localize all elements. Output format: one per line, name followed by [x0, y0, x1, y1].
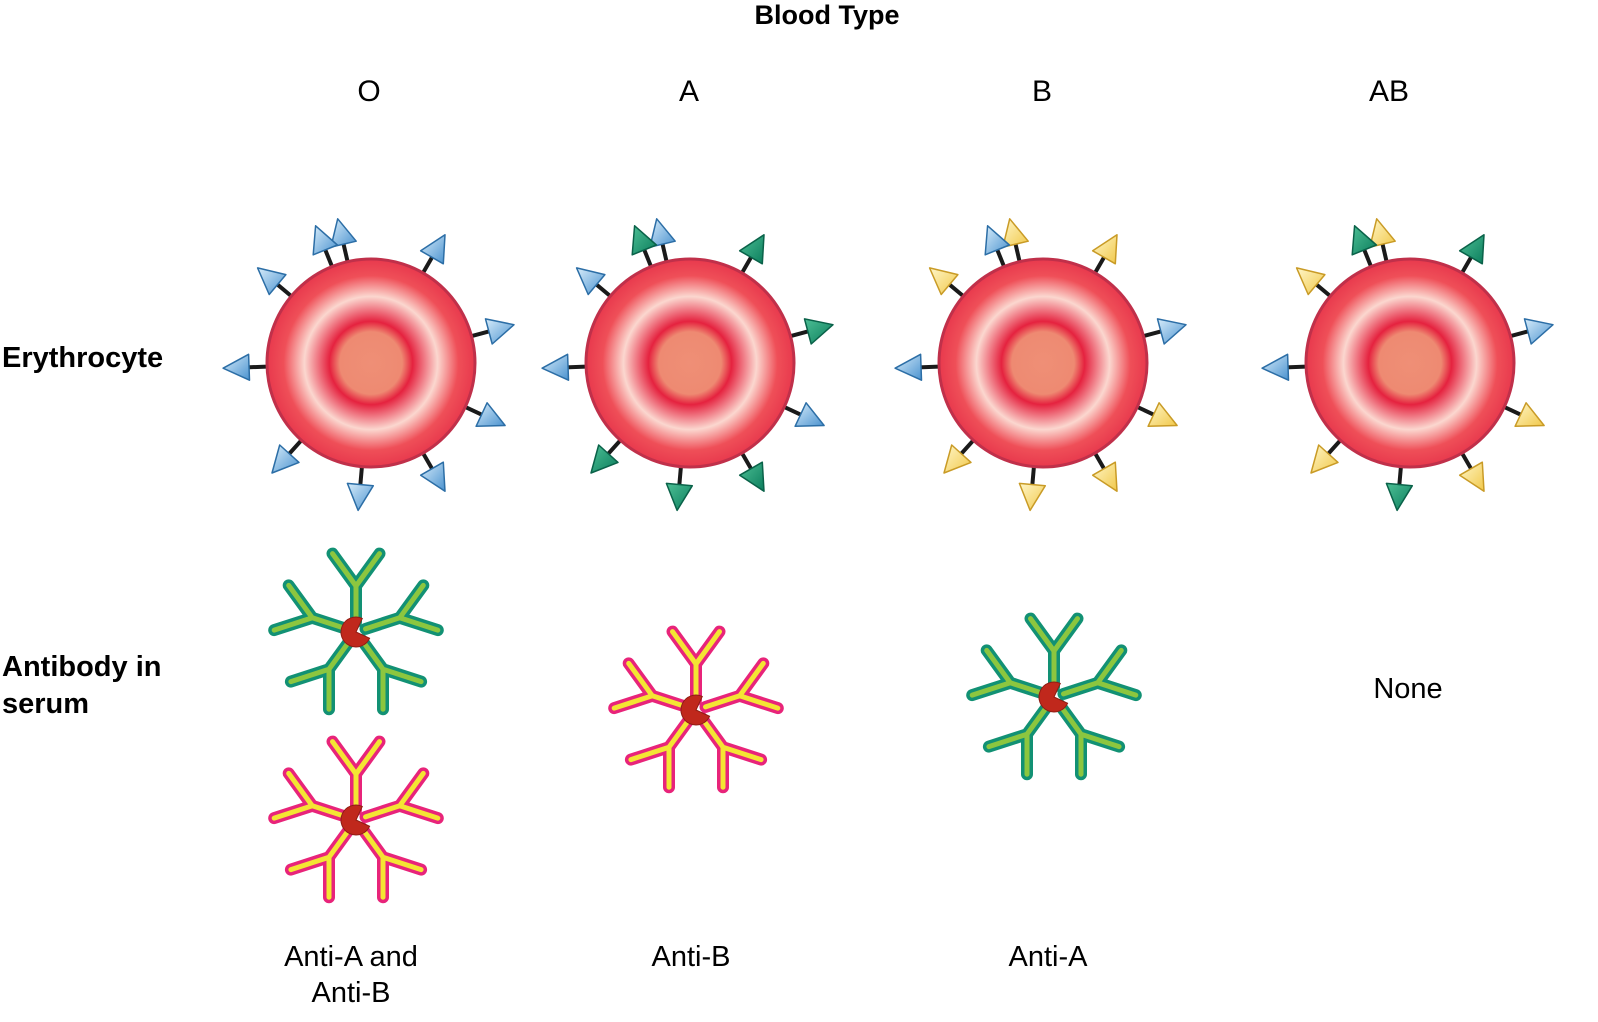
anti-a-antibody-o	[268, 547, 444, 716]
row-label-antibody-line1: Antibody in	[2, 651, 161, 683]
antigen-marker	[737, 234, 765, 280]
row-label-erythrocyte: Erythrocyte	[2, 342, 163, 374]
erythrocyte-a	[541, 218, 834, 512]
antigen-marker	[1457, 234, 1485, 280]
caption-b: Anti-A	[1009, 941, 1089, 973]
diagram-title: Blood Type	[755, 0, 900, 30]
erythrocyte-body	[265, 257, 477, 469]
erythrocyte-row	[222, 218, 1554, 512]
antigen-marker	[1457, 446, 1485, 492]
antigen-marker	[1261, 353, 1313, 381]
anti-b-antibody-a	[608, 625, 784, 794]
antigen-marker	[1090, 446, 1118, 492]
erythrocyte-ab	[1261, 218, 1554, 512]
erythrocyte-o	[222, 218, 515, 512]
erythrocyte-body	[584, 257, 796, 469]
antigen-marker	[418, 446, 446, 492]
antigen-marker	[737, 446, 765, 492]
antigen-marker	[1090, 234, 1118, 280]
caption-o-line1: Anti-A and	[284, 941, 418, 973]
erythrocyte-body	[937, 257, 1149, 469]
antigen-marker	[222, 353, 274, 381]
erythrocyte-body	[1304, 257, 1516, 469]
antigen-marker	[1504, 318, 1554, 345]
anti-b-antibody-o	[268, 735, 444, 904]
caption-o-line2: Anti-B	[312, 977, 391, 1009]
erythrocyte-b	[894, 218, 1187, 512]
column-header-b: B	[1032, 75, 1052, 108]
caption-a: Anti-B	[652, 941, 731, 973]
antigen-marker	[894, 353, 946, 381]
antibody-row	[268, 547, 1142, 904]
antigen-marker	[418, 234, 446, 280]
antigen-marker	[541, 353, 593, 381]
row-label-antibody-line2: serum	[2, 688, 89, 720]
anti-a-antibody-b	[966, 612, 1142, 781]
caption-ab: None	[1373, 673, 1442, 705]
column-header-a: A	[679, 75, 699, 108]
column-header-o: O	[357, 75, 380, 108]
antigen-marker	[784, 318, 834, 345]
column-header-ab: AB	[1369, 75, 1409, 108]
